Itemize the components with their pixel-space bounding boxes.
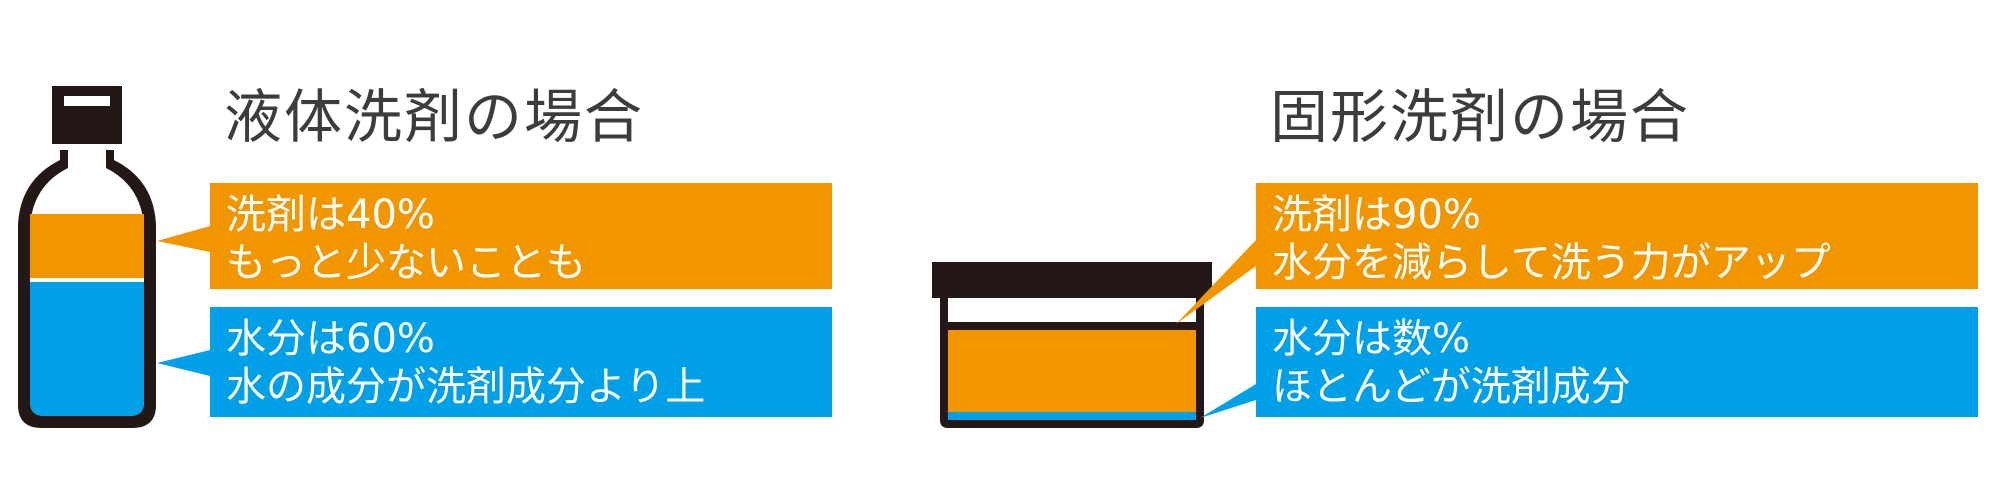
solid-water-box: 水分は数% ほとんどが洗剤成分 [1256,307,1978,417]
liquid-water-line2: 水の成分が洗剤成分より上 [226,364,706,410]
solid-jar-icon [932,262,1212,428]
bottle-detergent-fill [30,214,144,278]
solid-detergent-line1: 洗剤は90% [1272,192,1481,238]
liquid-detergent-box: 洗剤は40% もっと少ないことも [210,183,832,289]
liquid-detergent-pointer [157,226,210,252]
liquid-water-pointer [157,350,210,376]
solid-water-line1: 水分は数% [1272,316,1471,362]
solid-water-line2: ほとんどが洗剤成分 [1272,364,1631,410]
solid-title: 固形洗剤の場合 [1270,83,1691,151]
liquid-bottle-icon [18,150,156,428]
bottle-water-fill [30,282,144,416]
solid-detergent-line2: 水分を減らして洗う力がアップ [1272,240,1831,286]
liquid-water-line1: 水分は60% [226,316,435,362]
jar-water-fill [948,412,1196,420]
solid-detergent-box: 洗剤は90% 水分を減らして洗う力がアップ [1256,183,1978,289]
liquid-title: 液体洗剤の場合 [224,83,645,151]
liquid-detergent-line1: 洗剤は40% [226,192,435,238]
liquid-water-box: 水分は60% 水の成分が洗剤成分より上 [210,307,832,417]
bottle-cap-icon [52,86,122,144]
liquid-detergent-line2: もっと少ないことも [226,240,586,286]
solid-detergent-pointer [1176,240,1256,324]
solid-water-pointer [1200,384,1256,418]
jar-detergent-fill [948,330,1196,412]
